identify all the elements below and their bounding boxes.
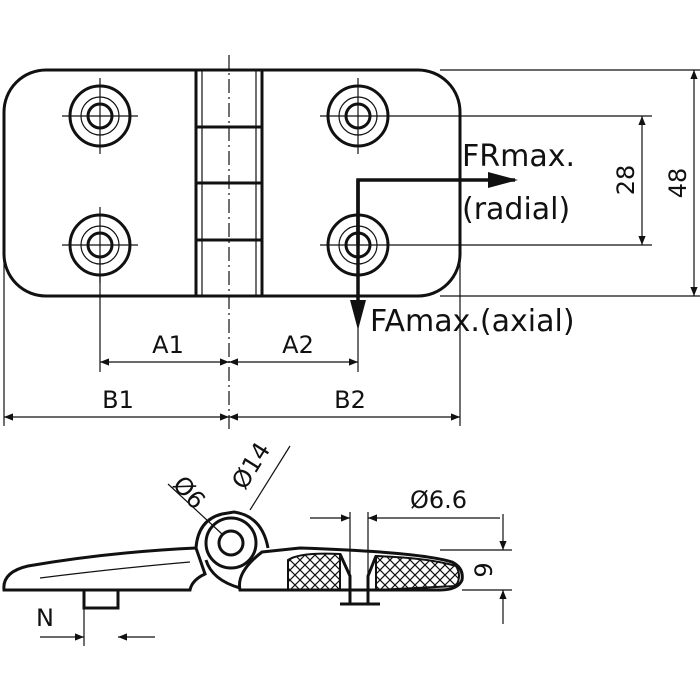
a1-label: A1: [152, 331, 184, 359]
d6-label: Ø6: [167, 471, 211, 515]
section-hatch-right: [375, 554, 460, 592]
section-hatch-left: [287, 552, 341, 591]
b2-label: B2: [334, 386, 366, 414]
top-view: FRmax. (radial) FAmax.(axial) 28 48 A1 A…: [2, 55, 700, 430]
dimension-d6-6: Ø6.6: [310, 486, 500, 604]
d6-6-label: Ø6.6: [410, 486, 467, 514]
dimension-b: B1 B2: [3, 260, 461, 426]
countersink-hole: [338, 553, 378, 606]
b1-label: B1: [102, 386, 134, 414]
d6-leader: [167, 483, 223, 535]
dimension-a: A1 A2: [99, 258, 359, 372]
dimension-n: N: [36, 600, 155, 646]
fa-label: FAmax.(axial): [370, 304, 575, 339]
left-leaf: [2, 546, 207, 592]
a2-label: A2: [282, 331, 314, 359]
hole-top-left: [62, 78, 138, 154]
d14-leader: [249, 445, 291, 511]
right-leaf: [237, 546, 464, 592]
side-view: Ø6 Ø14 Ø6.6 9 N: [2, 437, 512, 646]
knuckle-side: [194, 510, 270, 590]
dim-48-label: 48: [664, 168, 692, 199]
bottom-stud: [82, 590, 120, 610]
dim-9-label: 9: [470, 562, 498, 577]
d14-label: Ø14: [226, 437, 276, 494]
fr-label-line1: FRmax.: [462, 139, 575, 174]
dimension-28: 28: [396, 115, 652, 246]
n-label: N: [36, 604, 54, 632]
hole-top-right: [320, 78, 396, 154]
fr-label-line2: (radial): [462, 192, 570, 227]
dim-28-label: 28: [612, 165, 640, 196]
axial-force-arrow: [350, 180, 366, 330]
dimension-9: 9: [440, 514, 512, 624]
dimension-48: 48: [440, 69, 700, 297]
